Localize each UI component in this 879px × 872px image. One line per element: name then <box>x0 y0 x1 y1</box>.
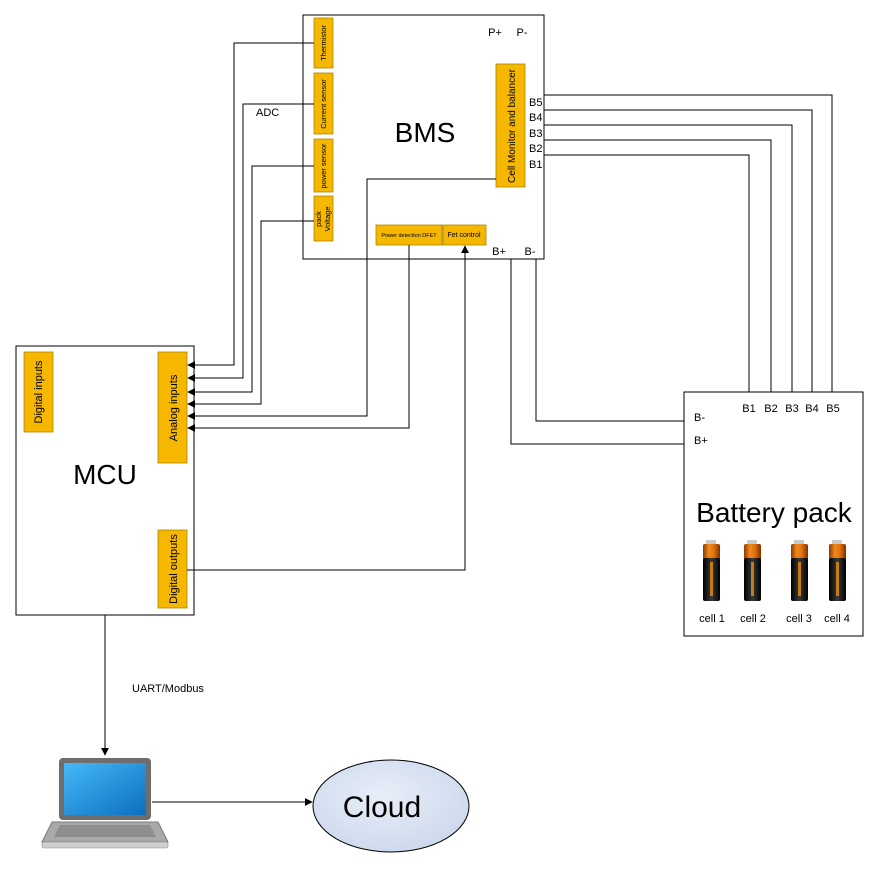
power-detection-label: Power detection DFET <box>381 233 437 239</box>
digital-inputs-label: Digital inputs <box>33 360 45 423</box>
fet-control-label: Fet control <box>447 232 481 239</box>
analog-inputs-block <box>157 351 188 464</box>
battery-terminal-b-plus: B+ <box>694 435 708 447</box>
wire-b-plus <box>510 259 684 445</box>
battery-cell-icon <box>703 540 720 601</box>
wire-tap-b4 <box>544 109 813 392</box>
cell-label-4: cell 4 <box>824 613 850 625</box>
wire-tap-b2 <box>544 139 772 392</box>
wire-thermistor <box>187 42 314 369</box>
mcu-title: MCU <box>73 459 137 490</box>
battery-terminal-b1: B1 <box>742 403 755 415</box>
adc-label: ADC <box>256 107 279 119</box>
battery-terminal-b3: B3 <box>785 403 798 415</box>
cloud-node <box>312 759 470 853</box>
cell-label-3: cell 3 <box>786 613 812 625</box>
bms-tap-b3: B3 <box>529 128 542 140</box>
battery-terminal-b4: B4 <box>805 403 818 415</box>
uart-modbus-label: UART/Modbus <box>132 683 204 695</box>
digital-inputs-block <box>23 351 54 433</box>
pack-voltage-label-2: Voltage <box>323 206 332 231</box>
digital-outputs-block <box>157 529 188 609</box>
cell-label-1: cell 1 <box>699 613 725 625</box>
current-sensor-label: Current sensor <box>319 79 328 129</box>
laptop-icon <box>41 758 169 849</box>
wire-tap-b1 <box>544 154 750 392</box>
bms-terminal-b-plus: B+ <box>492 246 506 258</box>
battery-cell-icon <box>791 540 808 601</box>
cell-monitor-label: Cell Monitor and balancer <box>507 68 518 183</box>
battery-cell-icon <box>744 540 761 601</box>
wire-cell-monitor <box>187 178 496 420</box>
bms-terminal-p-minus: P- <box>517 27 528 39</box>
battery-pack-title: Battery pack <box>696 497 853 528</box>
wire-fet-control <box>187 245 469 571</box>
bms-tap-b2: B2 <box>529 143 542 155</box>
wire-power-detection <box>187 245 410 432</box>
wire-power-sensor <box>187 165 314 396</box>
cloud-label: Cloud <box>343 791 421 824</box>
bms-tap-b4: B4 <box>529 112 542 124</box>
wire-tap-b3 <box>544 124 793 392</box>
bms-title: BMS <box>395 117 456 148</box>
cell-label-2: cell 2 <box>740 613 766 625</box>
pack-voltage-block <box>313 195 334 242</box>
wire-pack-voltage <box>187 220 314 408</box>
wire-current-sensor <box>187 103 314 382</box>
fet-control-block <box>442 224 487 246</box>
analog-inputs-label: Analog inputs <box>168 374 180 441</box>
bms-terminal-p-plus: P+ <box>488 27 502 39</box>
bms-terminal-b-minus: B- <box>525 246 536 258</box>
battery-cell-icon <box>829 540 846 601</box>
digital-outputs-label: Digital outputs <box>168 534 180 604</box>
power-sensor-label: power sensor <box>319 143 328 189</box>
wire-b-minus <box>535 259 684 422</box>
thermistor-label: Thermistor <box>319 25 328 61</box>
pack-voltage-label-1: pack <box>314 211 323 227</box>
bms-tap-b5: B5 <box>529 97 542 109</box>
battery-terminal-b2: B2 <box>764 403 777 415</box>
bms-tap-b1: B1 <box>529 159 542 171</box>
battery-terminal-b-minus: B- <box>694 412 705 424</box>
wire-tap-b5 <box>544 94 833 392</box>
cell-monitor-block <box>495 63 526 188</box>
battery-terminal-b5: B5 <box>826 403 839 415</box>
